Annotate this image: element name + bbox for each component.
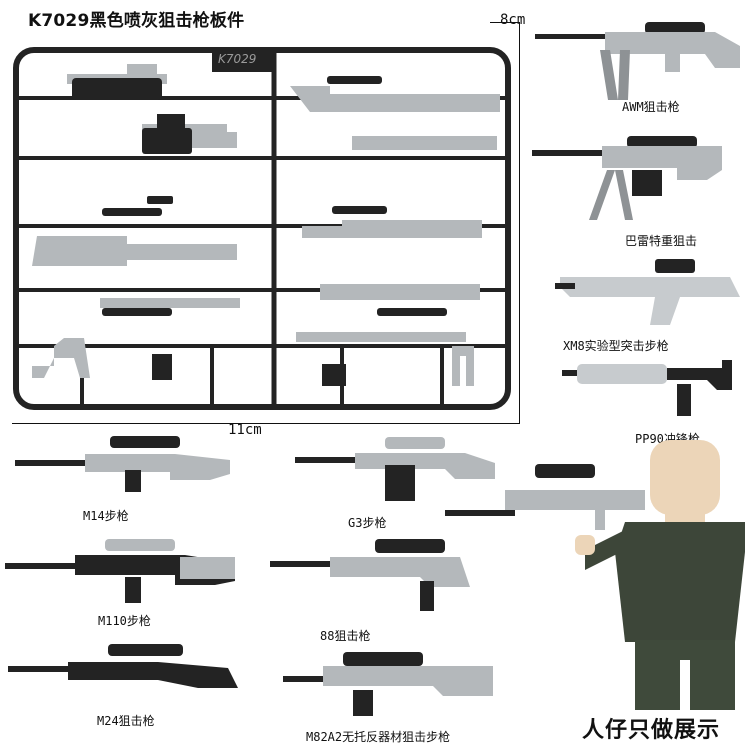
minifigure (445, 440, 745, 714)
awm-label: AWM狙击枪 (622, 100, 680, 114)
m14-label: M14步枪 (83, 509, 129, 523)
xm8-label: XM8实验型突击步枪 (563, 339, 669, 353)
m82a2-rifle (283, 650, 503, 725)
height-dimension-top-line (490, 22, 520, 23)
width-dimension-label: 11cm (228, 422, 262, 438)
m24-rifle (8, 640, 243, 705)
height-dimension-label: 8cm (500, 12, 526, 28)
xm8-rifle (555, 255, 745, 335)
barrett-rifle (532, 130, 742, 230)
g3-label: G3步枪 (348, 516, 387, 530)
sprue-code: K7029 (218, 52, 257, 66)
g3-rifle (295, 435, 500, 510)
type88-label: 88狙击枪 (320, 629, 371, 643)
m82a2-label: M82A2无托反器材狙击步枪 (306, 730, 451, 744)
product-title: K7029黑色喷灰狙击枪板件 (28, 11, 245, 31)
sprue-parts (32, 64, 500, 386)
m24-label: M24狙击枪 (97, 714, 155, 728)
m110-label: M110步枪 (98, 614, 151, 628)
display-note: 人仔只做展示 (582, 718, 721, 743)
width-dimension-line (12, 423, 520, 424)
type88-rifle (270, 535, 480, 615)
m110-rifle (5, 535, 240, 615)
barrett-label: 巴雷特重狙击 (625, 234, 698, 248)
m14-rifle (15, 430, 235, 500)
awm-rifle (535, 20, 745, 115)
sprue-frame: K7029 (12, 46, 512, 411)
height-dimension-line (519, 22, 520, 424)
pp90-smg (562, 358, 732, 423)
